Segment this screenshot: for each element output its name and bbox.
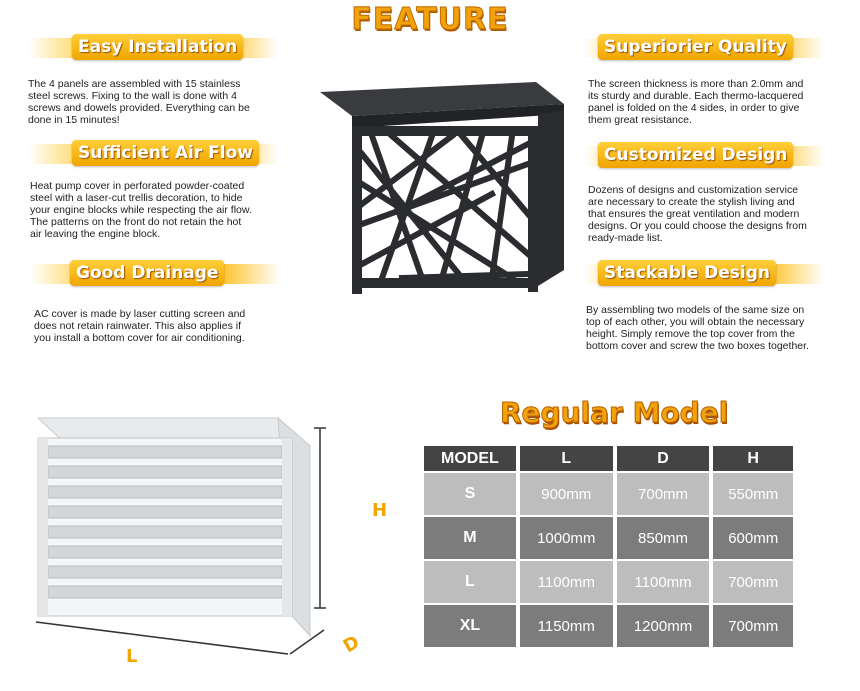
dimension-h-label: H: [372, 500, 388, 521]
table-row: M 1000mm 850mm 600mm: [424, 515, 793, 559]
banner-easy-installation: Easy Installation: [28, 30, 278, 62]
heading-sufficient-air-flow: Sufficient Air Flow: [72, 140, 259, 166]
table-row: L 1100mm 1100mm 700mm: [424, 559, 793, 603]
banner-customized-design: Customized Design: [584, 138, 824, 170]
header-l: L: [519, 446, 613, 471]
banner-good-drainage: Good Drainage: [30, 256, 280, 288]
regular-model-title: Regular Model: [499, 396, 729, 430]
banner-stackable-design: Stackable Design: [584, 256, 824, 288]
table-row: S 900mm 700mm 550mm: [424, 471, 793, 515]
heading-easy-installation: Easy Installation: [72, 34, 244, 60]
header-h: H: [713, 446, 793, 471]
ac-cover-product-image: [320, 82, 564, 294]
heading-good-drainage: Good Drainage: [70, 260, 225, 286]
banner-sufficient-air-flow: Sufficient Air Flow: [28, 136, 278, 168]
text-customized-design: Dozens of designs and customization serv…: [588, 184, 807, 244]
header-d: D: [616, 446, 710, 471]
header-model: MODEL: [424, 446, 516, 471]
text-stackable-design: By assembling two models of the same siz…: [586, 304, 809, 352]
text-good-drainage: AC cover is made by laser cutting screen…: [34, 308, 246, 344]
heading-stackable-design: Stackable Design: [598, 260, 776, 286]
dimension-l-label: L: [126, 646, 138, 667]
page-title: FEATURE: [351, 2, 509, 38]
text-sufficient-air-flow: Heat pump cover in perforated powder-coa…: [30, 180, 252, 240]
text-easy-installation: The 4 panels are assembled with 15 stain…: [28, 78, 250, 126]
text-superior-quality: The screen thickness is more than 2.0mm …: [588, 78, 804, 126]
heading-superior-quality: Superiorier Quality: [598, 34, 793, 60]
table-header-row: MODEL L D H: [424, 446, 793, 471]
banner-superior-quality: Superiorier Quality: [584, 30, 824, 62]
louvered-ac-cover-image: [35, 416, 326, 655]
model-size-table: MODEL L D H S 900mm 700mm 550mm M 1000mm…: [420, 446, 797, 647]
table-row: XL 1150mm 1200mm 700mm: [424, 603, 793, 647]
dimension-d-label: D: [339, 631, 364, 658]
heading-customized-design: Customized Design: [598, 142, 794, 168]
